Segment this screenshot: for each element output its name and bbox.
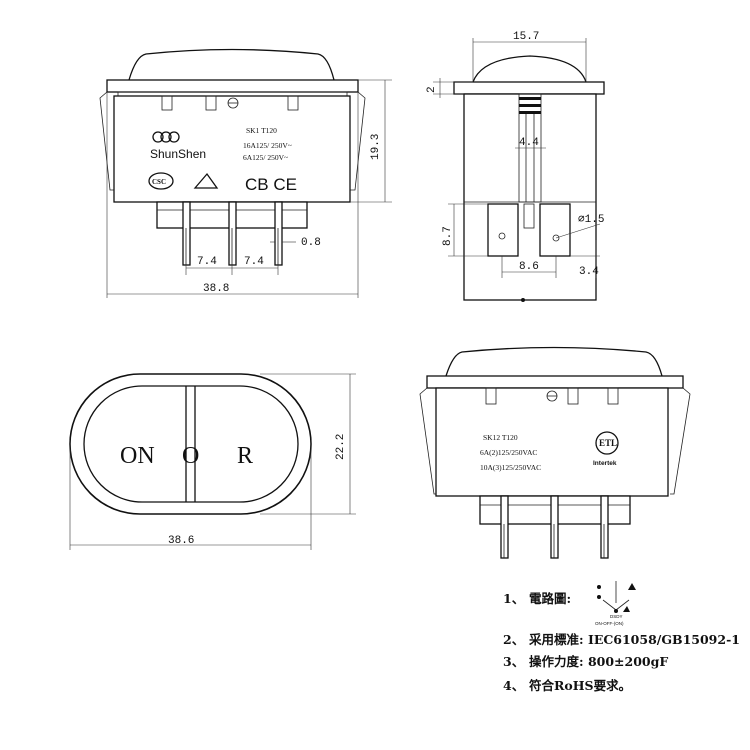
notch: [205, 95, 217, 111]
notch: [161, 95, 173, 111]
housing-body: [113, 95, 351, 203]
end-side-view: 15.7 2 4.4 ⌀1.5 8.7 8.6 3.4: [426, 31, 605, 302]
notch: [607, 387, 619, 405]
note-2-num: 2、: [503, 632, 524, 647]
front-terminals: [182, 201, 283, 266]
csc-text: CSC: [152, 178, 166, 186]
face-inner: [83, 385, 299, 503]
rear-rating-2: 10A(3)125/250VAC: [480, 463, 541, 472]
face-label-r: R: [237, 443, 253, 469]
terminal-hole: [552, 234, 560, 242]
cert-marks: CB CE: [245, 175, 297, 194]
terminal-center: [523, 203, 535, 229]
etl-mark-icon: ETL: [595, 431, 619, 455]
rear-model: SK12 T120: [483, 433, 518, 442]
csc-mark-icon: [148, 172, 174, 190]
triangle-mark-icon: [193, 172, 219, 189]
terminal-left: [487, 203, 519, 257]
right-clip: [350, 91, 366, 191]
dim-pitch-b: 7.4: [244, 256, 264, 268]
circuit-caption-1: DSDY: [610, 614, 623, 619]
end-rocker-dome: [472, 55, 587, 83]
end-bezel: [453, 81, 605, 95]
rocker-top: [128, 48, 335, 81]
front-rating-2: 6A125/ 250V~: [243, 153, 288, 162]
circuit-caption-2: ON-OFF-(ON): [595, 621, 624, 626]
rear-rating-1: 6A(2)125/250VAC: [480, 448, 537, 457]
note-3-text: 操作力度: 800±200gF: [529, 654, 668, 669]
rear-rocker-top: [445, 346, 663, 377]
dim-mid-pin: 4.4: [519, 137, 539, 149]
dim-top-height: 2: [426, 86, 438, 93]
note-1-text: 電路圖:: [529, 591, 571, 606]
dim-pitch-a: 7.4: [197, 256, 217, 268]
circuit-diagram: DSDY ON-OFF-(ON): [595, 581, 636, 626]
dim-body-width: 38.8: [203, 283, 229, 295]
rear-bezel: [426, 375, 684, 389]
dim-body-height: 19.3: [370, 134, 382, 160]
rear-terminals: [500, 495, 609, 559]
rear-right-clip: [670, 387, 691, 495]
terminal-hole: [498, 232, 506, 240]
rear-left-clip: [419, 387, 438, 495]
note-2-text: 采用標准: IEC61058/GB15092-1: [528, 632, 740, 647]
rear-side-view: SK12 T120 6A(2)125/250VAC 10A(3)125/250V…: [419, 346, 691, 559]
center-dot: [521, 298, 525, 302]
face-label-on: ON: [120, 443, 155, 469]
notch: [287, 95, 299, 111]
front-rating-1: 16A125/ 250V~: [243, 141, 292, 150]
face-view: ON O R 38.6 22.2: [69, 373, 356, 550]
rear-housing: [435, 387, 669, 497]
terminal-right: [539, 203, 571, 257]
dim-pin-spacing: 8.6: [519, 261, 539, 273]
svg-text:ETL: ETL: [599, 438, 617, 448]
left-clip: [99, 91, 115, 191]
notch: [567, 387, 579, 405]
face-label-off: O: [182, 443, 199, 469]
brand-text: ShunShen: [150, 147, 206, 161]
intertek-text: Intertek: [593, 460, 617, 467]
dim-face-height: 22.2: [335, 434, 347, 460]
bezel: [106, 79, 359, 93]
end-dimensions: [433, 38, 601, 278]
front-dimensions: [106, 79, 392, 298]
dim-pin-thickness: 0.8: [301, 237, 321, 249]
note-3-num: 3、: [503, 654, 524, 669]
stem-hatch: [519, 97, 541, 114]
dim-face-width: 38.6: [168, 535, 194, 547]
note-4-text: 符合RoHS要求。: [529, 678, 631, 693]
dim-top-width: 15.7: [513, 31, 539, 43]
front-model: SK1 T120: [246, 126, 277, 135]
notch: [485, 387, 497, 405]
note-4-num: 4、: [503, 678, 524, 693]
front-side-view: ShunShen SK1 T120 16A125/ 250V~ 6A125/ 2…: [99, 48, 392, 298]
dim-pin-offset: 3.4: [579, 266, 599, 278]
end-housing: [463, 93, 597, 301]
notes-list: 1、 電路圖: 2、 采用標准: IEC61058/GB15092-1 3、 操…: [503, 591, 740, 693]
dim-hole-dia: ⌀1.5: [578, 214, 604, 226]
note-1-num: 1、: [503, 591, 524, 606]
face-dimensions: [69, 373, 356, 550]
brand-logo: [152, 131, 180, 143]
dim-pin-height: 8.7: [442, 226, 454, 246]
